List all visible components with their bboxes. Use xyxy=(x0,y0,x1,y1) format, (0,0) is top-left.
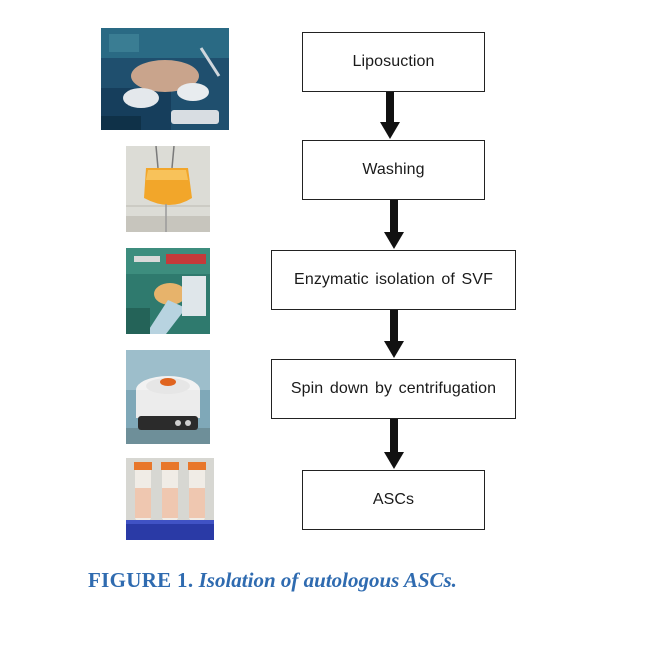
liposuction-photo xyxy=(101,28,229,130)
arrow-down-icon xyxy=(380,92,400,140)
arrow-down-icon xyxy=(384,310,404,359)
asc-tubes-photo xyxy=(126,458,214,540)
step-centrifugation-box: Spin down by centrifugation xyxy=(271,359,516,419)
enzymatic-isolation-photo xyxy=(126,248,210,334)
washing-photo xyxy=(126,146,210,232)
arrow-down-icon xyxy=(384,200,404,250)
arrow-down-icon xyxy=(384,419,404,470)
step-enzymatic-isolation-box: Enzymatic isolation of SVF xyxy=(271,250,516,310)
figure-caption-text: Isolation of autologous ASCs. xyxy=(198,568,457,592)
figure-caption-label: FIGURE 1. xyxy=(88,568,194,592)
centrifuge-photo xyxy=(126,350,210,444)
figure-caption: FIGURE 1. Isolation of autologous ASCs. xyxy=(88,568,457,593)
step-washing-box: Washing xyxy=(302,140,485,200)
step-ascs-box: ASCs xyxy=(302,470,485,530)
step-liposuction-box: Liposuction xyxy=(302,32,485,92)
